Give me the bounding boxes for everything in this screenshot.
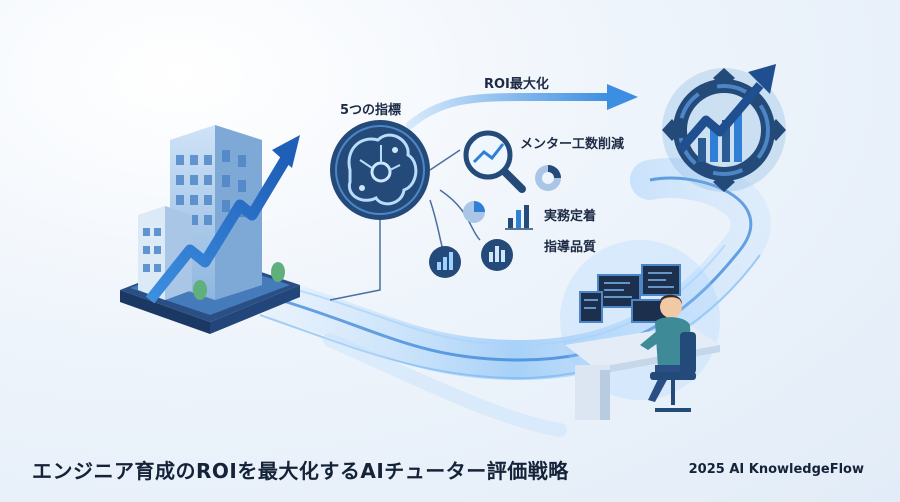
label-five-indicators: 5つの指標 xyxy=(340,103,402,118)
bar-chart-icon xyxy=(505,205,533,230)
pie-chart-small-icon xyxy=(463,201,485,223)
ai-brain-icon xyxy=(330,120,430,220)
brand-label: 2025 AI KnowledgeFlow xyxy=(688,462,864,477)
label-roi-maximize: ROI最大化 xyxy=(484,77,549,92)
pie-chart-icon xyxy=(535,165,561,191)
label-instruction-quality: 指導品質 xyxy=(544,240,597,255)
light-flow-stream xyxy=(259,158,771,437)
magnifier-chart-icon xyxy=(463,130,526,193)
roi-target-emblem xyxy=(662,64,786,192)
label-mentor-reduction: メンター工数削減 xyxy=(520,137,625,152)
company-building xyxy=(120,125,300,334)
page-title: エンジニア育成のROIを最大化するAIチューター評価戦略 xyxy=(32,459,569,483)
label-practice-retention: 実務定着 xyxy=(544,209,597,224)
bars-circle-icon xyxy=(481,239,513,271)
roi-arrow xyxy=(406,84,638,129)
growth-chart-circle-icon xyxy=(429,246,461,278)
engineer-workstation xyxy=(560,240,720,420)
